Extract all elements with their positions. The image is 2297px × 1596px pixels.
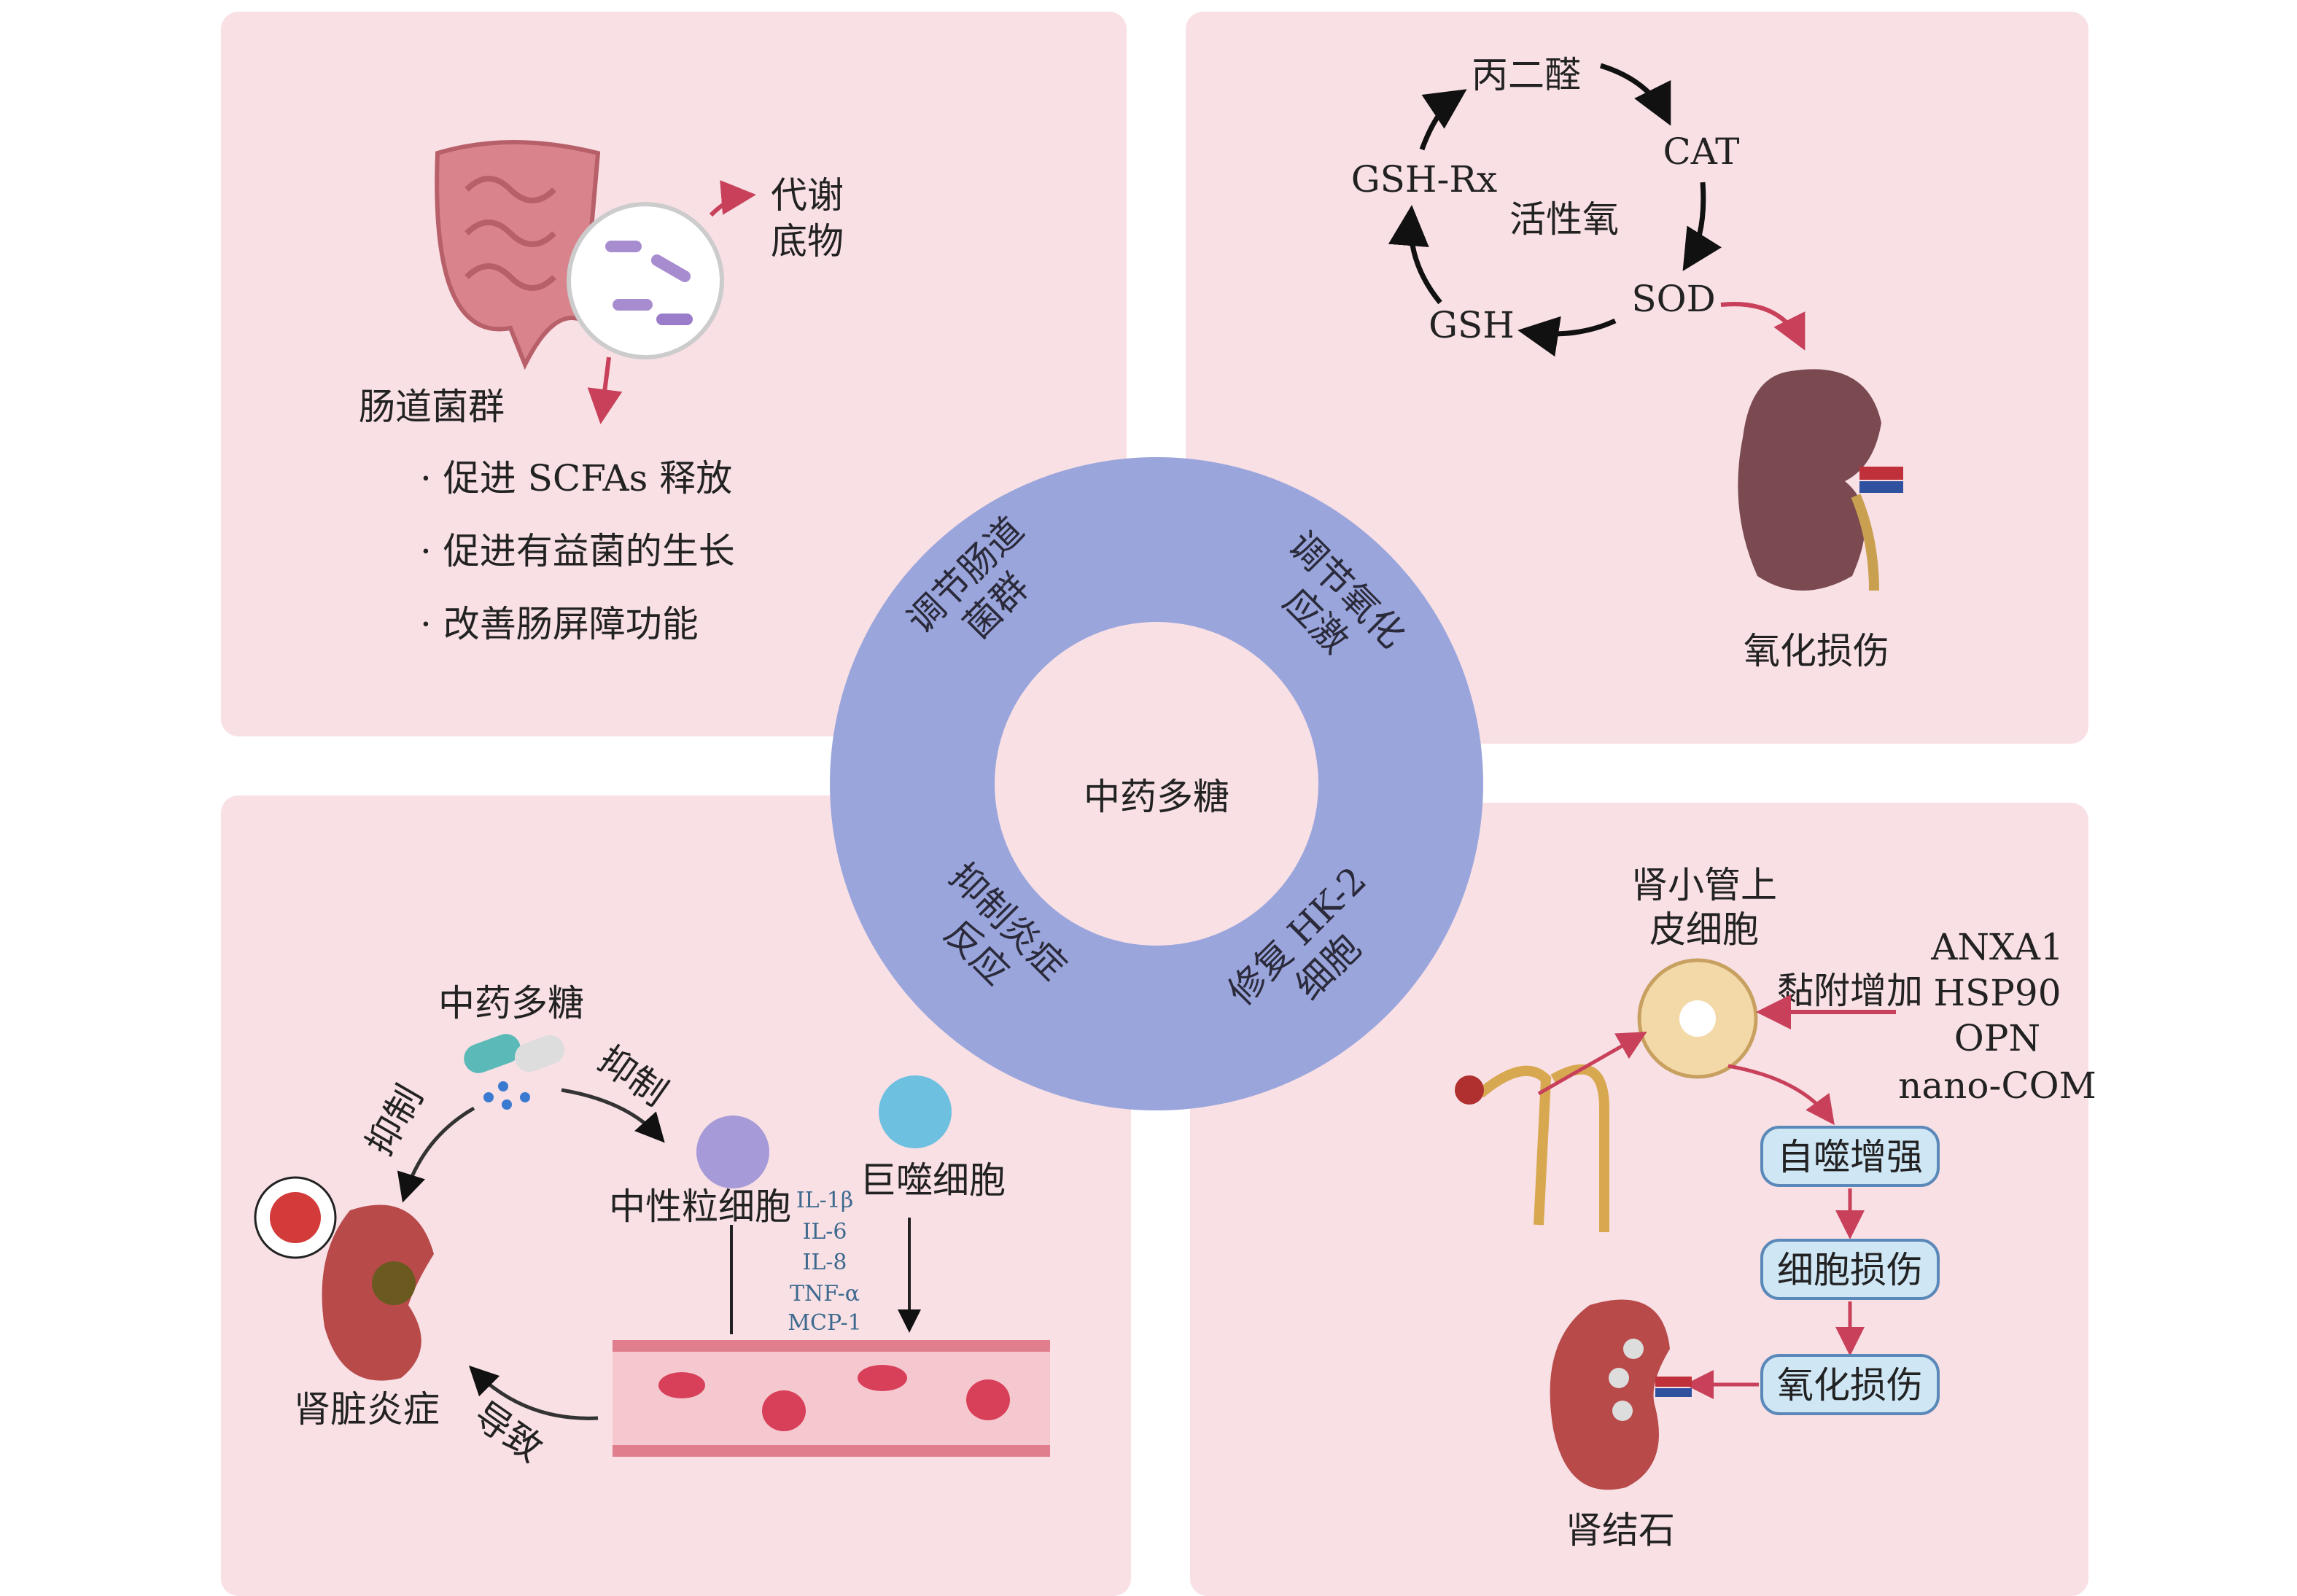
- metabolites-line1: 代谢: [771, 174, 844, 217]
- sod-label: SOD: [1631, 278, 1715, 320]
- ros-label: 活性氧: [1509, 198, 1619, 241]
- arrow-inhibit-kidney: [397, 1106, 475, 1203]
- arrow-inhibit-cells: [561, 1088, 665, 1143]
- marker-label: ANXA1: [1930, 926, 2064, 968]
- kidney-stone-icon: [1550, 1299, 1692, 1490]
- cytokine-label: IL-6: [803, 1219, 847, 1245]
- gut-bullet: · 改善肠屏障功能: [420, 603, 699, 645]
- step-label: 氧化损伤: [1777, 1364, 1923, 1406]
- step-label: 细胞损伤: [1777, 1249, 1923, 1291]
- gut-bullet: · 促进有益菌的生长: [420, 530, 735, 572]
- cytokine-label: TNF-α: [790, 1281, 860, 1307]
- marker-label: nano-COM: [1898, 1064, 2096, 1107]
- cytokine-label: MCP-1: [788, 1310, 861, 1336]
- blood-vessel-icon: [613, 1340, 1050, 1457]
- step-box-autophagy: 自噬增强: [1760, 1126, 1940, 1187]
- gsh-label: GSH: [1429, 304, 1515, 346]
- macrophage-label: 巨噬细胞: [860, 1159, 1006, 1202]
- neutrophil-icon: [696, 1116, 769, 1188]
- panel-oxidative: [1186, 12, 2088, 744]
- center-hub: [995, 622, 1318, 946]
- cytokine-release-arrows: [730, 1218, 909, 1334]
- tubular-cell-icon: [1637, 958, 1758, 1079]
- metabolites-line2: 底物: [771, 220, 844, 262]
- center-title: 中药多糖: [1084, 776, 1229, 818]
- arrow-to-damaged-kidney: [1720, 302, 1806, 351]
- arrow-cause: [468, 1365, 599, 1420]
- gut-bullet: · 促进 SCFAs 释放: [420, 457, 732, 499]
- gut-microbiota-label: 肠道菌群: [359, 386, 505, 428]
- neutrophil-label: 中性粒细胞: [609, 1186, 791, 1228]
- oxidative-damage-label: 氧化损伤: [1744, 630, 1889, 672]
- gshrx-label: GSH-Rx: [1351, 158, 1498, 201]
- intestine-icon: [435, 140, 601, 370]
- step-box-oxidative-damage: 氧化损伤: [1760, 1354, 1940, 1415]
- bacteria-magnifier-icon: [567, 202, 724, 359]
- marker-label: OPN: [1954, 1017, 2040, 1059]
- redox-cycle-arrows: [1388, 63, 1722, 357]
- damaged-kidney-icon: [1738, 369, 1903, 591]
- inflamed-kidney-icon: [254, 1176, 434, 1381]
- nephron-icon: [1455, 1064, 1609, 1232]
- step-box-cell-damage: 细胞损伤: [1760, 1239, 1940, 1300]
- kidney-inflammation-label: 肾脏炎症: [294, 1388, 440, 1430]
- cytokine-label: IL-1β: [796, 1188, 853, 1213]
- mda-label: 丙二醛: [1472, 54, 1581, 96]
- arrow-to-autophagy: [1727, 1064, 1835, 1126]
- capsule-icon: [464, 1034, 565, 1110]
- adhesion-label: 黏附增加: [1777, 970, 1923, 1012]
- arrow-nephron-to-cell: [1537, 1032, 1647, 1096]
- drug-label: 中药多糖: [438, 982, 584, 1024]
- cytokine-label: IL-8: [803, 1250, 847, 1275]
- kidney-stone-label: 肾结石: [1566, 1509, 1675, 1552]
- arrow-to-metabolites: [709, 179, 756, 217]
- marker-label: HSP90: [1933, 972, 2061, 1014]
- tubular-cell-label-2: 皮细胞: [1649, 908, 1759, 951]
- step-label: 自噬增强: [1777, 1136, 1923, 1178]
- cat-label: CAT: [1663, 131, 1740, 173]
- arrow-down-gut: [587, 357, 623, 424]
- tubular-cell-label-1: 肾小管上: [1631, 864, 1777, 906]
- macrophage-icon: [879, 1075, 952, 1148]
